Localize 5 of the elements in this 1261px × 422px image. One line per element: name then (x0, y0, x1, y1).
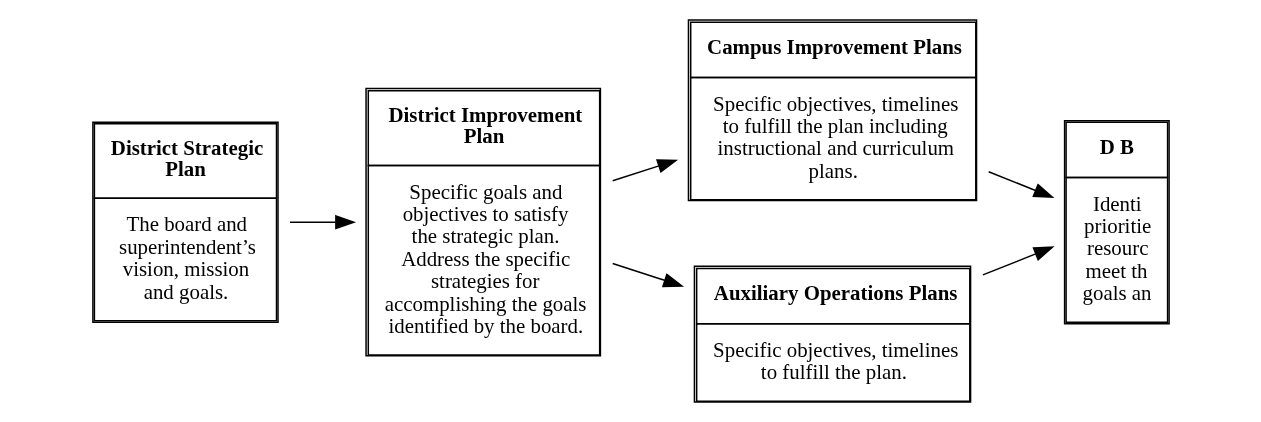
arrow (987, 171, 1054, 198)
arrow (288, 214, 356, 230)
arrow (611, 159, 678, 182)
arrow (611, 262, 684, 288)
arrow (981, 246, 1055, 276)
